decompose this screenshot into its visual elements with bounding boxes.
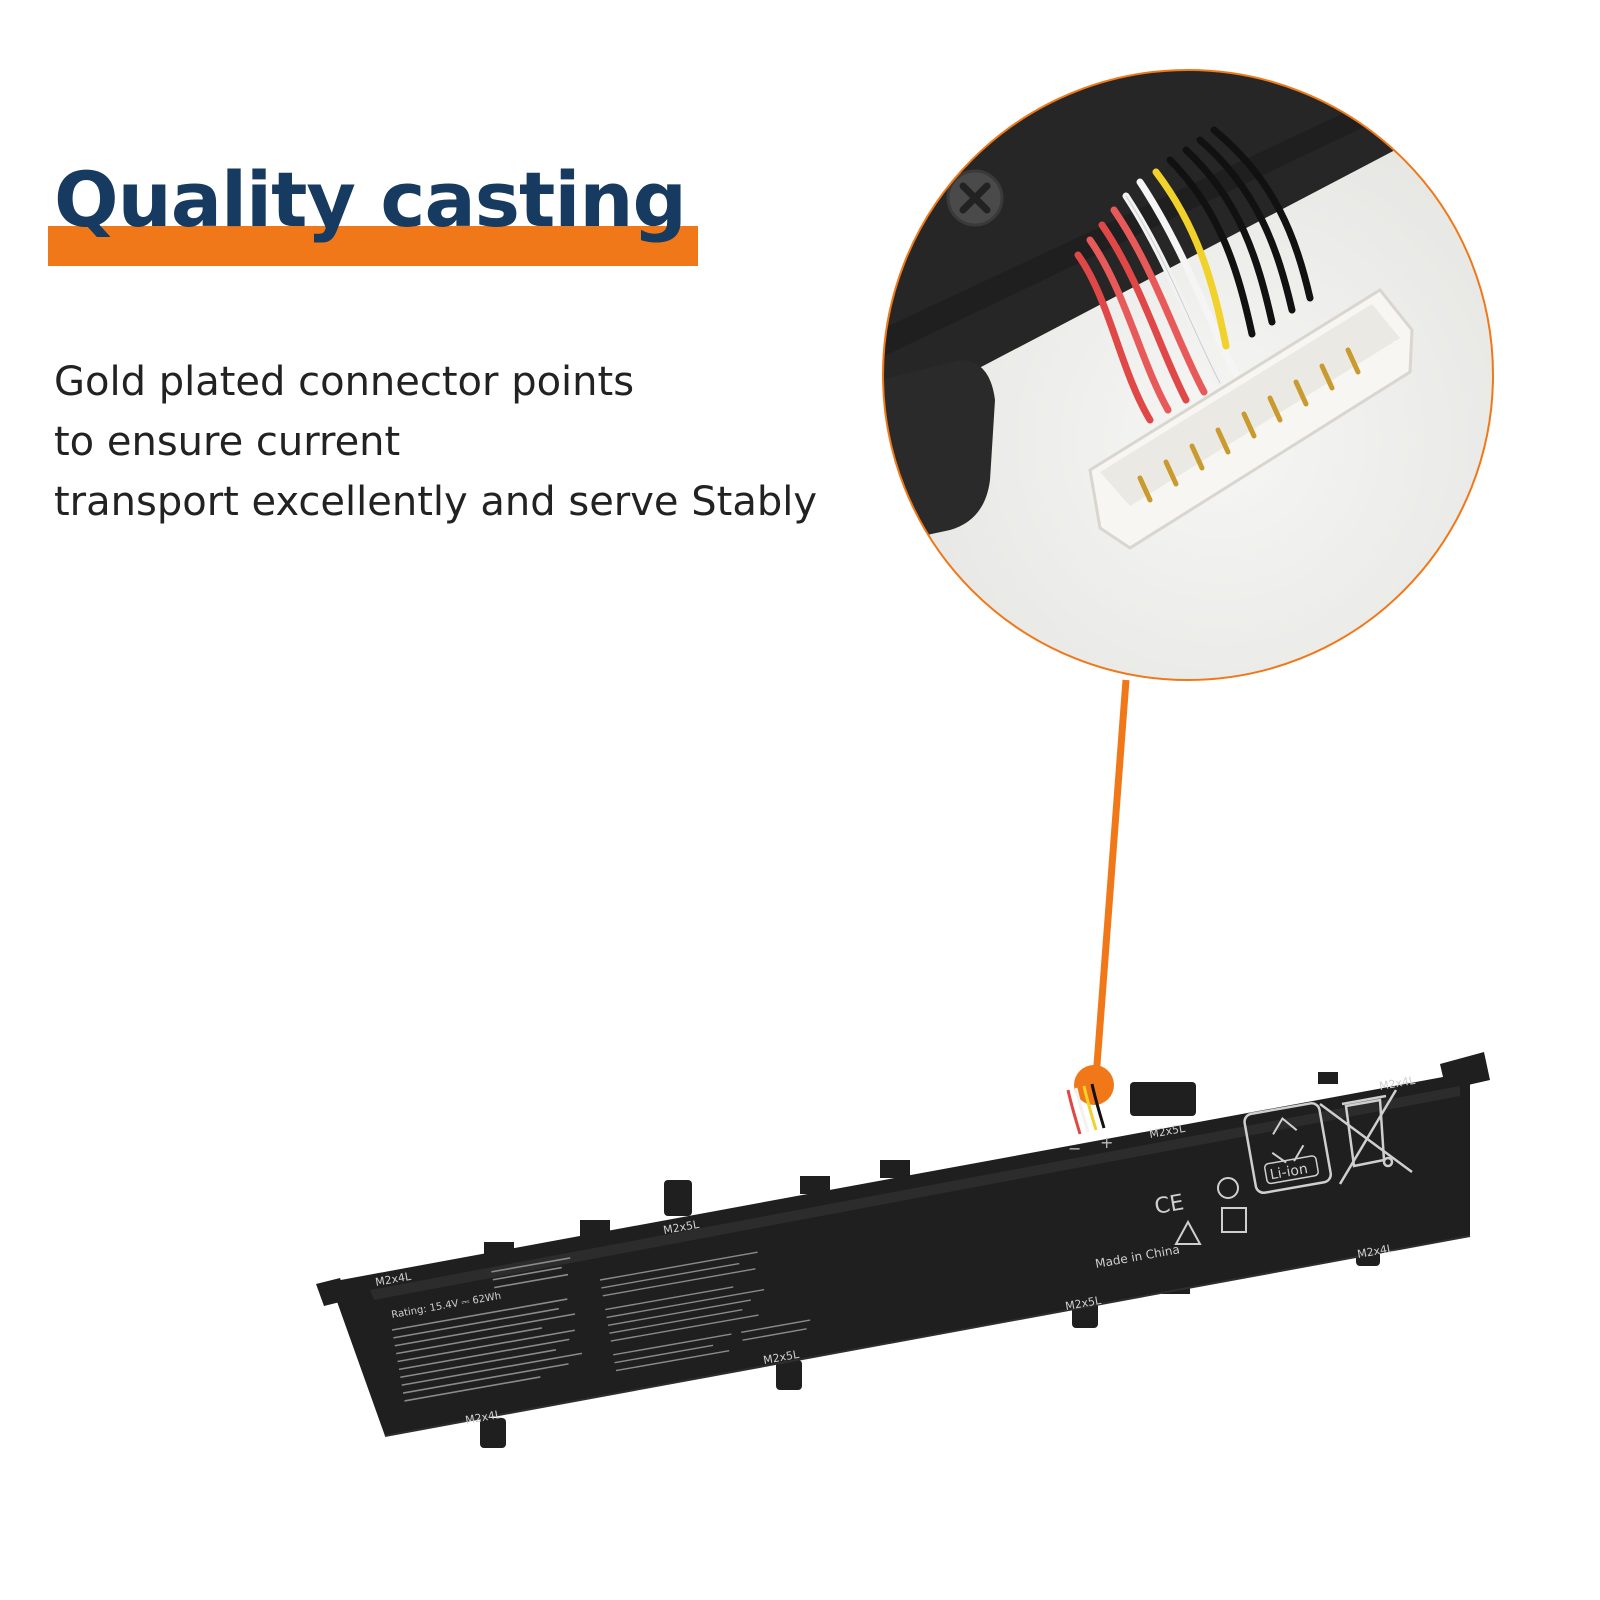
screw-label-4: M2x4L [1378,1074,1417,1093]
screw-label-5: M2x5L [1064,1294,1103,1313]
screw-label-7: M2x4L [464,1408,503,1427]
zoom-circle-border [882,69,1494,681]
warning-icon [1174,1219,1202,1245]
connector-wires [1074,126,1314,424]
headline-block: Quality casting [48,150,698,266]
polarity-plus-text: + [1100,1133,1113,1152]
screw-label-3: M2x5L [1148,1122,1187,1141]
callout-dot [1074,1065,1114,1105]
battery-wires [1066,1083,1106,1135]
description-line-2: to ensure current [54,419,401,465]
description-block: Gold plated connector points to ensure c… [54,352,884,532]
screw-label-2: M2x5L [662,1218,701,1237]
callout-line [1092,679,1130,1079]
ce-mark: CE [1153,1190,1186,1220]
li-ion-recycle-icon: Li-ion [1243,1102,1333,1195]
connector-housing [1088,288,1414,550]
environmental-5-icon [1217,1177,1239,1199]
battery-pack: − + M2x4L M2x5L M2x5L M2x4L M2x5L M2x5L … [316,1052,1490,1448]
headline-underline-bar [48,226,698,266]
svg-text:Li-ion: Li-ion [1269,1161,1309,1183]
crossed-bin-icon [1319,1089,1413,1185]
screw-label-6: M2x5L [762,1348,801,1367]
fine-print-block [391,1257,583,1402]
fine-print-block-2 [599,1251,811,1372]
screw-label-1: M2x4L [374,1270,413,1289]
description-line-1: Gold plated connector points [54,359,635,405]
recycle-code-icon [1221,1207,1247,1233]
zoom-connector-view [883,70,1493,680]
polarity-minus-text: − [1068,1139,1081,1158]
description-line-3: transport excellently and serve Stably [54,479,818,525]
screw-label-8: M2x4L [1356,1242,1395,1261]
headline-title: Quality casting [54,155,687,244]
